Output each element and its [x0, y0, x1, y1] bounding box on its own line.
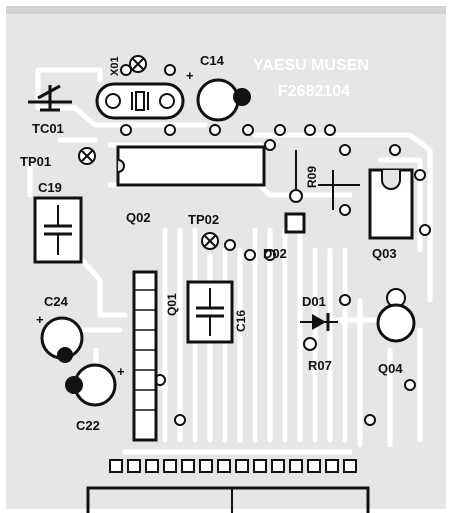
maker-label: YAESU MUSEN	[253, 57, 369, 74]
q04-label: Q04	[378, 361, 403, 376]
tp01-test-point	[78, 147, 96, 165]
tp02-test-point	[201, 232, 219, 250]
x01-label: X01	[109, 56, 121, 76]
tp01-label: TP01	[20, 154, 51, 169]
r07-label: R07	[308, 358, 332, 373]
c16-label: C16	[234, 310, 248, 332]
part-number-label: F2682104	[278, 83, 350, 100]
c14-plus-sign: +	[186, 68, 194, 83]
connector-outline	[86, 486, 370, 513]
c16-capacitor	[186, 280, 234, 344]
jumper-marks	[318, 170, 360, 210]
c14-electrolytic-capacitor	[196, 78, 251, 122]
d01-label: D01	[302, 294, 326, 309]
q01-sip-package	[132, 270, 158, 442]
q03-transistor	[368, 168, 414, 240]
c24-plus-sign: +	[36, 312, 44, 327]
d01-diode	[300, 313, 338, 331]
c22-plus-sign: +	[117, 364, 125, 379]
q01-label: Q01	[165, 293, 179, 316]
r09-resistor	[289, 150, 303, 203]
d02-pad	[284, 212, 306, 234]
q03-label: Q03	[372, 246, 397, 261]
c24-label: C24	[44, 294, 69, 309]
x01-crystal	[95, 55, 185, 120]
c19-capacitor	[33, 196, 83, 264]
tc01-label: TC01	[32, 121, 64, 136]
c24-electrolytic-capacitor	[40, 316, 84, 363]
tp02-label: TP02	[188, 212, 219, 227]
tc01-trimmer-capacitor	[28, 84, 72, 112]
c19-label: C19	[38, 180, 62, 195]
c22-electrolytic-capacitor	[65, 363, 117, 407]
board-top-strip	[6, 6, 446, 14]
r09-label: R09	[305, 166, 319, 188]
ic-footprint	[116, 145, 266, 187]
q04-transistor	[376, 288, 416, 343]
d02-label: D02	[263, 246, 287, 261]
r07-resistor	[303, 337, 317, 351]
q02-label: Q02	[126, 210, 151, 225]
c22-label: C22	[76, 418, 100, 433]
edge-connector-pads	[109, 459, 357, 473]
c14-label: C14	[200, 53, 225, 68]
